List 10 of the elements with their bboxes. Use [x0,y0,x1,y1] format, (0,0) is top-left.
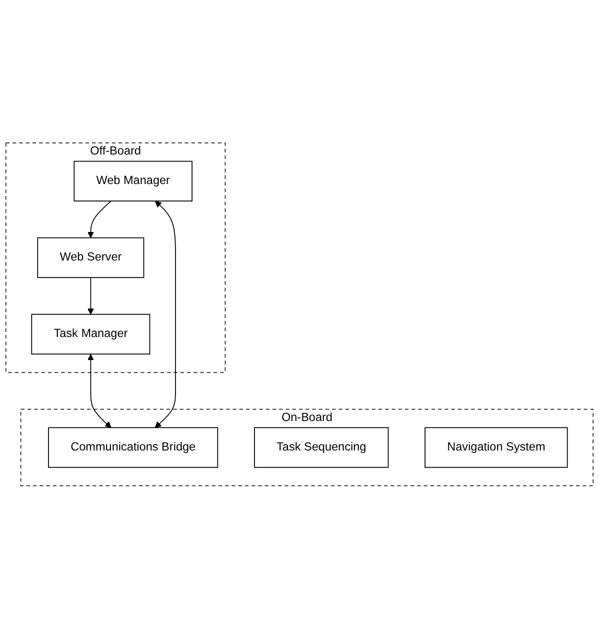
node-box: Web Server [37,237,144,278]
arrow [154,200,176,428]
node-box: Navigation System [424,426,568,468]
node-box: Task Sequencing [254,426,389,468]
node-box: Web Manager [74,160,192,202]
arrow [87,354,112,428]
arrow [87,276,94,314]
arrow [87,200,112,238]
node-box: Task Manager [31,314,150,354]
node-box: Communications Bridge [48,426,218,468]
